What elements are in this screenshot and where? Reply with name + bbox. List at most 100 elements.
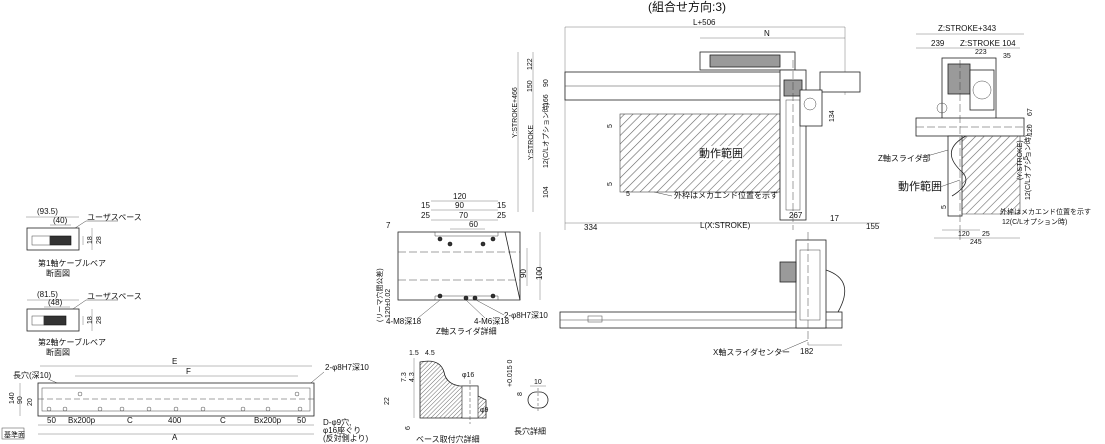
sv-dim-zs104: Z:STROKE 104 bbox=[960, 39, 1016, 48]
bh-dim-6: 6 bbox=[405, 426, 412, 430]
sv-dim-245: 245 bbox=[970, 239, 982, 246]
fv-dim-155: 155 bbox=[866, 222, 880, 231]
fv-dim-5b: 5 bbox=[626, 191, 630, 198]
base-dim-140: 140 bbox=[9, 392, 16, 404]
cable2-dim-outer: (81.5) bbox=[37, 290, 58, 299]
sd-tol: +0.015 0 bbox=[507, 359, 514, 387]
sv-cl-option-2: 12(C/Lオプション時) bbox=[1002, 218, 1067, 226]
fv-motion-range: 動作範囲 bbox=[699, 146, 743, 160]
sv-motion-range: 動作範囲 bbox=[898, 179, 942, 193]
sd-dim-10: 10 bbox=[534, 379, 542, 386]
base-slot-label: 長穴(深10) bbox=[13, 370, 52, 380]
zs-dim-25b: 25 bbox=[497, 211, 506, 220]
base-dim-90: 90 bbox=[17, 396, 24, 404]
xv-slider-center: X軸スライダセンター bbox=[713, 347, 790, 357]
bh-dim-45: 4.5 bbox=[425, 350, 435, 357]
sd-title: 長穴詳細 bbox=[514, 426, 546, 436]
base-hole-note-2: φ16座ぐり bbox=[323, 425, 361, 435]
base-hole-detail: 1.5 4.5 7.3 4.3 22 6 φ16 φ9 ベース取付穴詳細 bbox=[384, 350, 489, 444]
bh-dim-22: 22 bbox=[384, 397, 391, 405]
base-dim-bx200p-right: Bx200p bbox=[254, 416, 282, 425]
fv-dim-5a: 5 bbox=[607, 124, 614, 128]
cable2-user-space: ユーザスペース bbox=[87, 292, 142, 301]
fv-dim-ystroke466: Y:STROKE+466 bbox=[512, 87, 519, 138]
base-dim-400: 400 bbox=[168, 416, 182, 425]
base-dim-50-right: 50 bbox=[297, 416, 306, 425]
zs-dim-70: 70 bbox=[459, 211, 468, 220]
fv-dim-267: 267 bbox=[789, 211, 803, 220]
base-dim-bx200p-left: Bx200p bbox=[68, 416, 96, 425]
base-dim-20: 20 bbox=[27, 398, 34, 406]
base-dim-C-left: C bbox=[127, 416, 133, 425]
cable1-title: 第1軸ケーブルベア bbox=[38, 258, 106, 268]
cable1-user-space: ユーザスペース bbox=[87, 213, 142, 222]
zs-dim-120: 120 bbox=[453, 192, 467, 201]
zs-dim-90v: 90 bbox=[519, 269, 528, 278]
bh-dim-d9: φ9 bbox=[480, 407, 489, 414]
zs-dim-100v: 100 bbox=[535, 266, 544, 280]
cable1-dim-inner: (40) bbox=[53, 216, 68, 225]
base-hole-note-1: D-φ9穴, bbox=[323, 417, 351, 427]
side-view: Z:STROKE+343 239 Z:STROKE 104 223 35 67 … bbox=[878, 24, 1091, 246]
zs-dim-90: 90 bbox=[455, 201, 464, 210]
fv-outer-note: 外枠はメカエンド位置を示す bbox=[674, 190, 778, 200]
z-slider-detail: 120 15 90 15 25 70 25 60 7 90 100 (リーマ穴間… bbox=[375, 192, 548, 336]
xv-dim-182: 182 bbox=[800, 347, 814, 356]
zs-ream-value: 120±0.02 bbox=[385, 289, 392, 318]
fv-dim-166: 166 bbox=[543, 94, 550, 106]
sv-dim-67: 67 bbox=[1027, 108, 1034, 116]
fv-dim-104: 104 bbox=[543, 186, 550, 198]
sv-dim-223: 223 bbox=[975, 49, 987, 56]
zs-ream-tol: (リーマ穴間公差) bbox=[375, 268, 384, 322]
sv-dim-5: 5 bbox=[1023, 156, 1030, 160]
sv-cl-option: 12(C/Lオプション時) bbox=[1024, 135, 1032, 200]
zs-dim-15b: 15 bbox=[497, 201, 506, 210]
bh-dim-73: 7.3 bbox=[401, 372, 408, 382]
fv-dim-N: N bbox=[764, 29, 770, 38]
sv-dim-ystroke: (Y:STROKE) bbox=[1017, 140, 1024, 180]
cable2-subtitle: 断面図 bbox=[46, 347, 70, 357]
sv-dim-120v: 120 bbox=[1027, 124, 1034, 136]
front-view: L+506 N 122 150 90 166 Y:STROKE+466 Y:ST… bbox=[512, 18, 880, 232]
cable1-dim-h1: 18 bbox=[87, 236, 94, 244]
sv-dim-25: 25 bbox=[982, 231, 990, 238]
base-dim-E: E bbox=[172, 357, 177, 366]
base-datum-label: 基準面 bbox=[4, 430, 25, 439]
fv-dim-150: 150 bbox=[527, 80, 534, 92]
base-plan-view: E F 長穴(深10) 2-φ8H7深10 140 90 20 50 Bx200… bbox=[1, 357, 369, 443]
fv-dim-17: 17 bbox=[830, 214, 839, 223]
fv-dim-ystroke: Y:STROKE bbox=[528, 125, 535, 160]
sv-z-slider-label: Z軸スライダ部 bbox=[878, 153, 931, 163]
cable1-dim-h2: 28 bbox=[96, 236, 103, 244]
base-dim-F: F bbox=[186, 367, 191, 376]
cable-bear-2-section: (81.5) (48) ユーザスペース 18 28 第2軸ケーブルベア 断面図 bbox=[26, 290, 142, 357]
sv-dim-120h: 120 bbox=[958, 231, 970, 238]
slot-detail: 10 8 +0.015 0 長穴詳細 bbox=[507, 359, 549, 436]
zs-dim-25a: 25 bbox=[421, 211, 430, 220]
fv-dim-334: 334 bbox=[584, 223, 598, 232]
base-dim-50-left: 50 bbox=[47, 416, 56, 425]
cable1-subtitle: 断面図 bbox=[46, 268, 70, 278]
sd-dim-8: 8 bbox=[517, 392, 524, 396]
fv-dim-90: 90 bbox=[543, 79, 550, 87]
sv-dim-zstroke: Z:STROKE+343 bbox=[938, 24, 997, 33]
zs-dim-7: 7 bbox=[386, 221, 391, 230]
base-hole-note-3: (反対側より) bbox=[323, 433, 369, 443]
cable-bear-1-section: (93.5) (40) ユーザスペース 18 28 第1軸ケーブルベア 断面図 bbox=[26, 207, 142, 278]
bh-dim-43: 4.3 bbox=[409, 372, 416, 382]
sv-outer-note: 外枠はメカエンド位置を示す bbox=[1000, 207, 1091, 216]
zs-m6-label: 4-M6深18 bbox=[474, 317, 510, 326]
zs-dim-15a: 15 bbox=[421, 201, 430, 210]
base-dim-A: A bbox=[172, 433, 178, 442]
x-axis-view: 182 X軸スライダセンター bbox=[559, 232, 846, 357]
sv-dim-239: 239 bbox=[931, 39, 945, 48]
fv-dim-lx: L(X:STROKE) bbox=[700, 221, 751, 230]
direction-note: (組合せ方向:3) bbox=[648, 0, 726, 14]
fv-cl-option: 12(C/Lオプション時) bbox=[542, 103, 550, 168]
bh-title: ベース取付穴詳細 bbox=[416, 434, 480, 444]
zs-dim-60: 60 bbox=[469, 220, 478, 229]
sv-dim-35: 35 bbox=[1003, 53, 1011, 60]
sv-dim-5b: 5 bbox=[941, 205, 948, 209]
cable2-title: 第2軸ケーブルベア bbox=[38, 337, 106, 347]
